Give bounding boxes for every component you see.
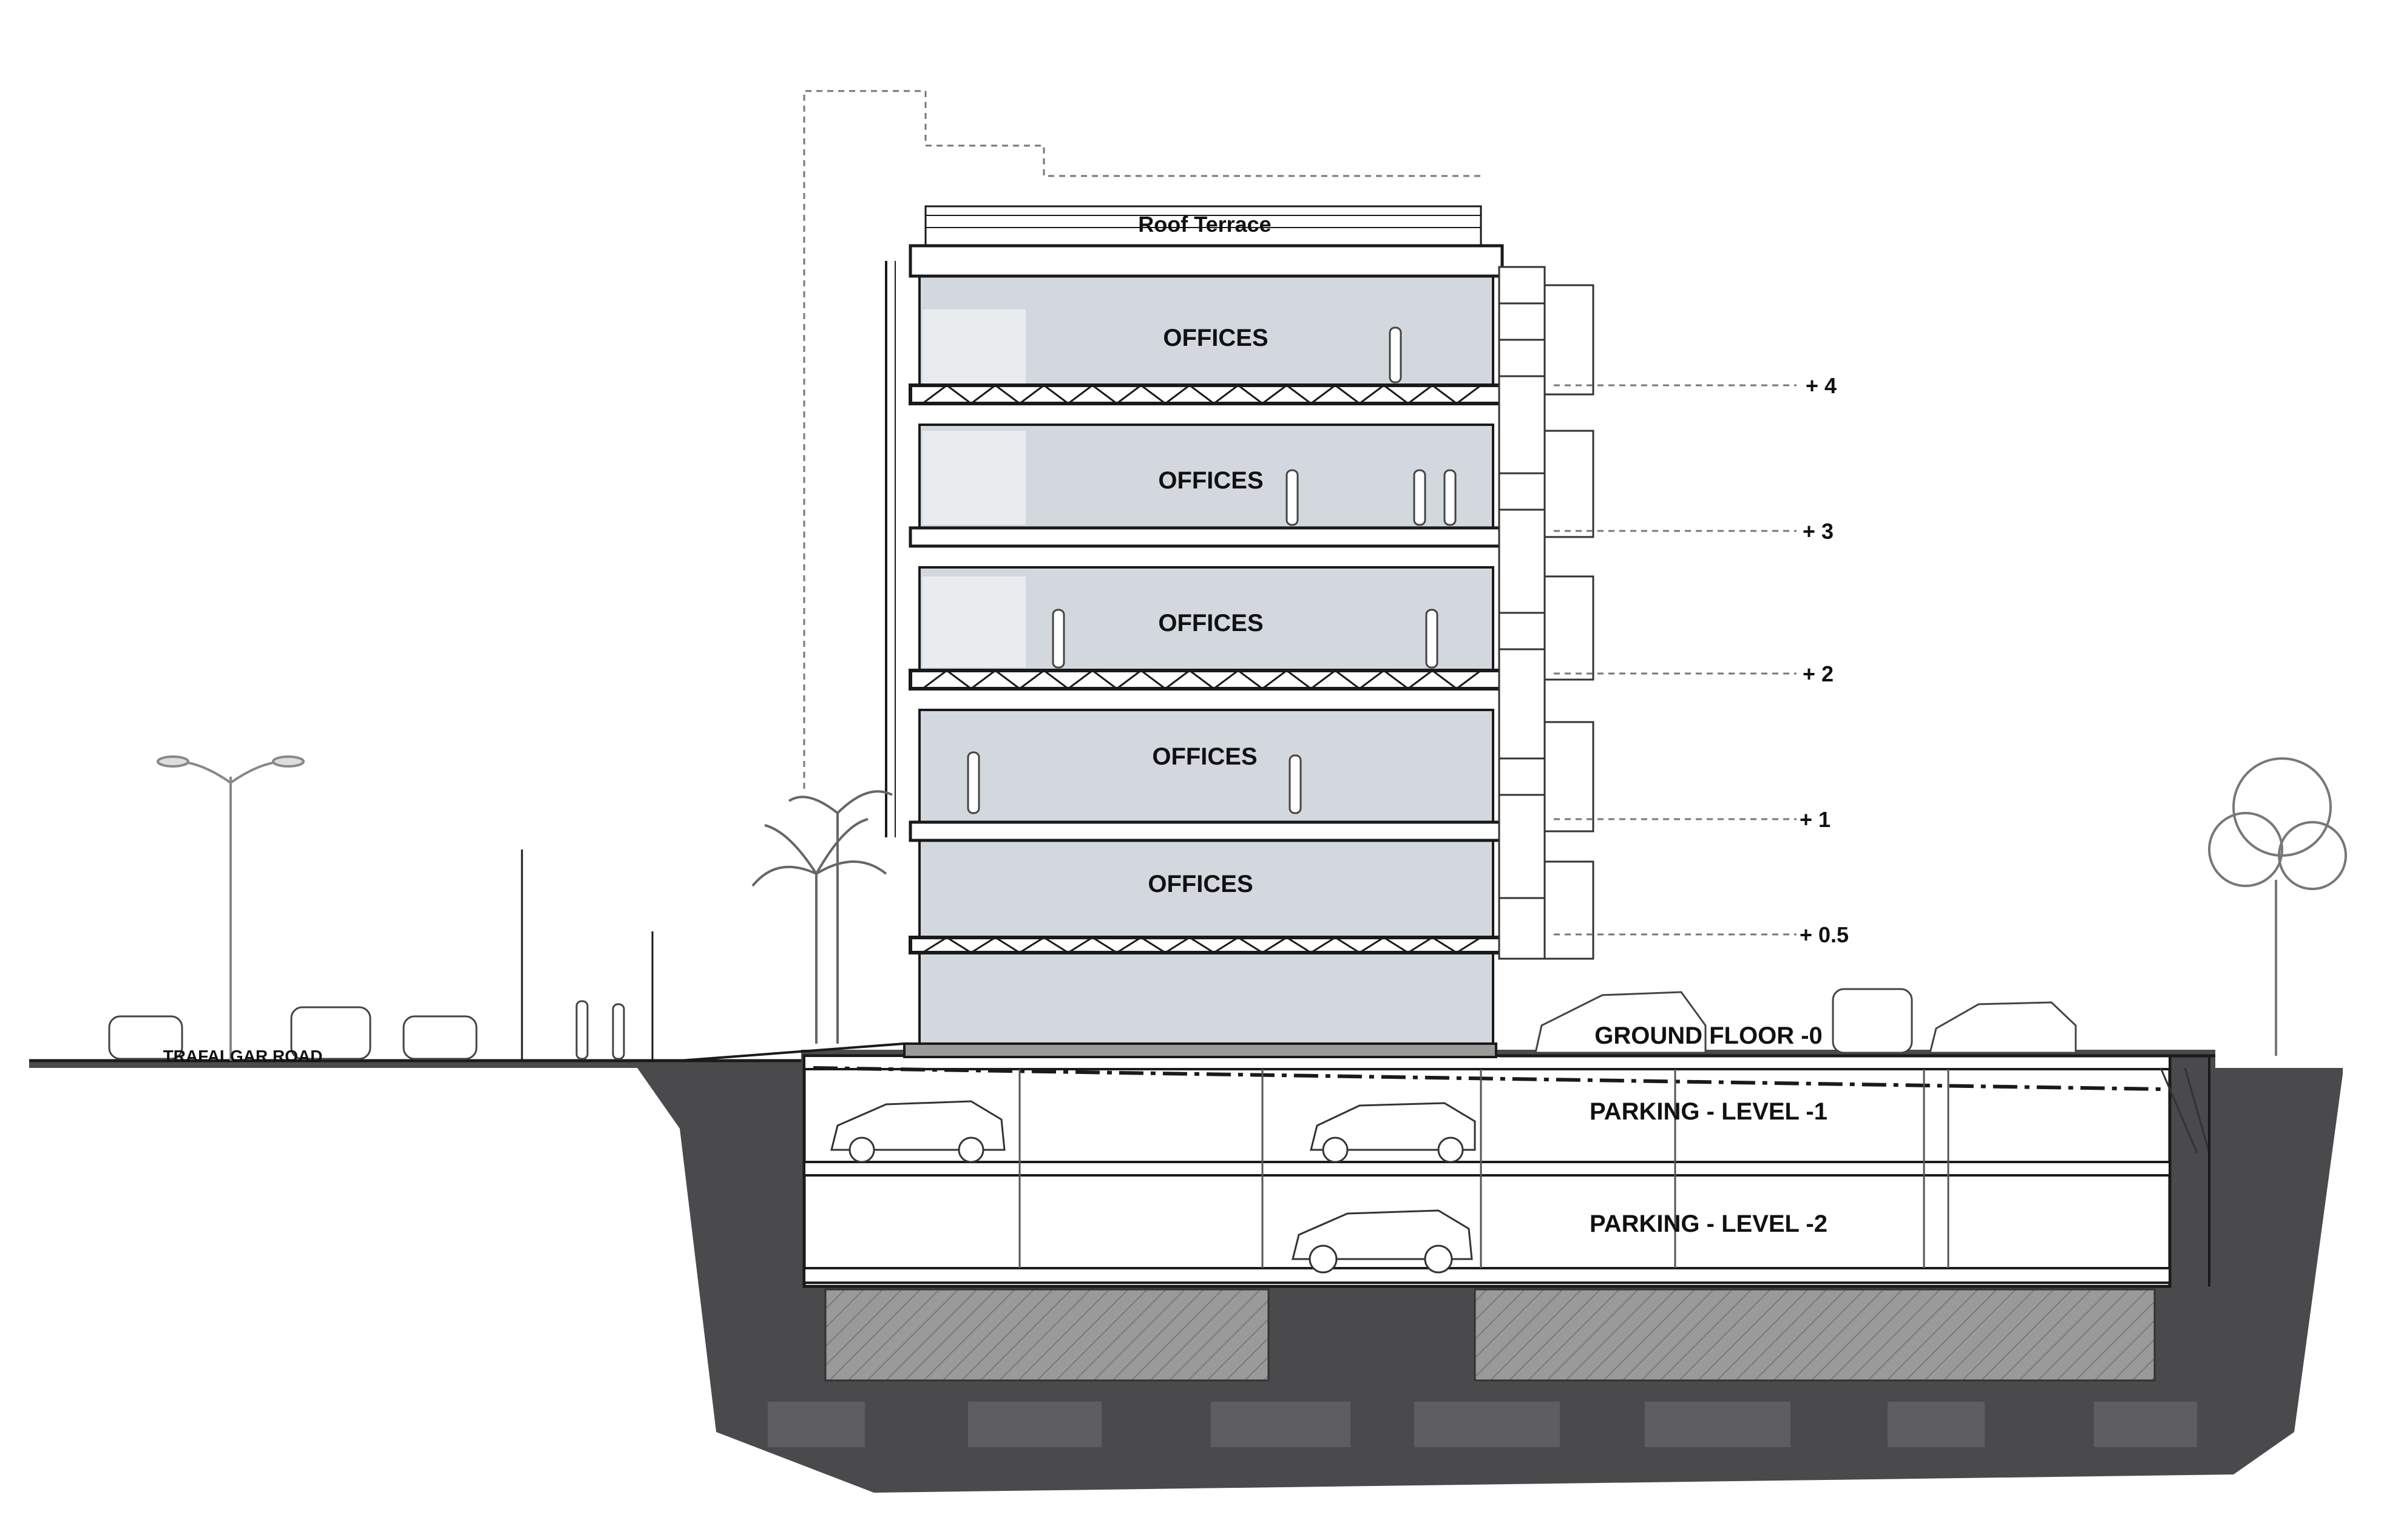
people	[575, 326, 1457, 1060]
street	[29, 849, 2215, 1286]
parking-level-1-label: PARKING - LEVEL -1	[1590, 1098, 1827, 1125]
roof-terrace-label: Roof Terrace	[1138, 212, 1271, 237]
elevation-tag-plus-05: + 0.5	[1800, 922, 1849, 947]
street-cars	[108, 988, 2077, 1060]
elevation-tag-plus-3: + 3	[1803, 519, 1834, 544]
dashed-outline	[803, 90, 1481, 789]
basement-cars	[830, 1100, 1476, 1274]
parking-level-2-label: PARKING - LEVEL -2	[1590, 1211, 1827, 1237]
footings	[768, 1402, 2197, 1447]
stair-tower	[1498, 266, 1594, 960]
office-label-level-1: OFFICES	[1152, 743, 1257, 770]
ground-floor-label: GROUND FLOOR -0	[1594, 1022, 1823, 1049]
elevation-leaders	[1554, 384, 1797, 936]
office-label-level-4: OFFICES	[1163, 325, 1268, 351]
elevation-tag-plus-2: + 2	[1803, 661, 1834, 686]
office-label-level-05: OFFICES	[1148, 871, 1253, 897]
elevation-tag-plus-1: + 1	[1800, 807, 1831, 832]
office-label-level-2: OFFICES	[1158, 610, 1263, 637]
right-tree	[2208, 757, 2347, 1056]
palm-trees	[751, 790, 893, 1044]
foundation-blocks	[824, 1288, 2156, 1382]
street-lamp	[157, 755, 305, 1061]
office-label-level-3: OFFICES	[1158, 467, 1263, 494]
road-label: TRAFALGAR ROAD	[163, 1047, 323, 1066]
elevation-tag-plus-4: + 4	[1806, 373, 1837, 398]
ground-slab	[903, 1042, 1497, 1058]
basement-structure	[802, 1054, 2210, 1288]
